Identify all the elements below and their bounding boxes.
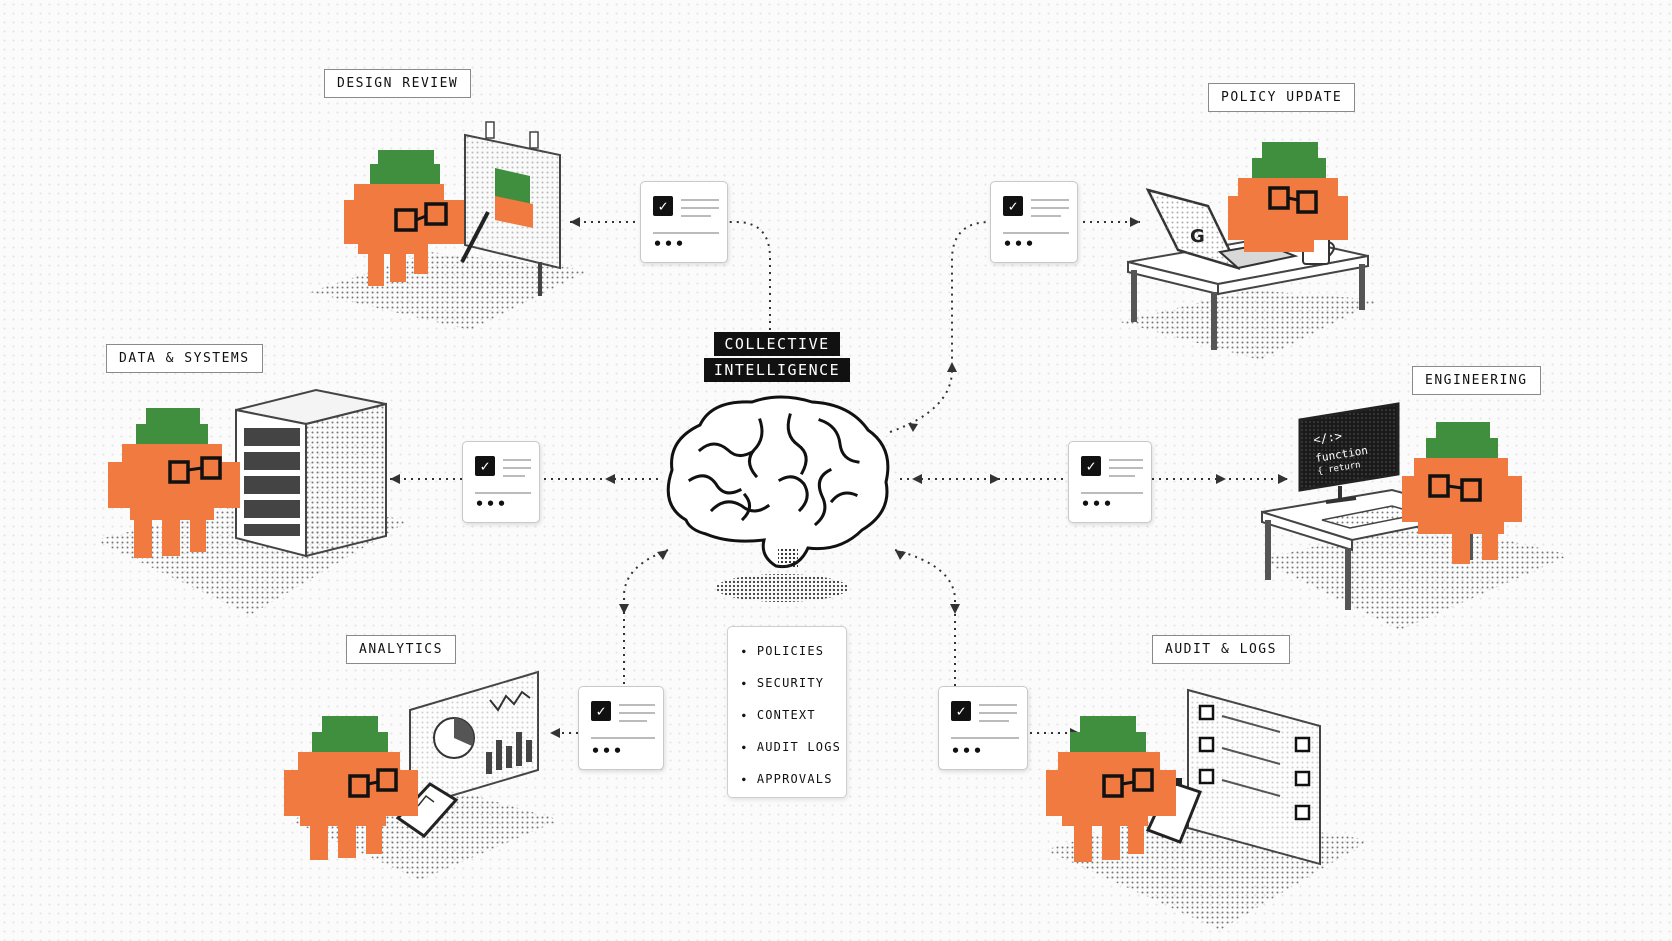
policy-update-scene: G — [1120, 142, 1380, 360]
arrowhead — [1216, 474, 1226, 484]
design-review-scene — [310, 121, 590, 330]
label-policy-update: POLICY UPDATE — [1208, 83, 1356, 112]
policy-card-analytics[interactable]: ✓ ••• — [578, 686, 664, 770]
checkbox-checked-icon: ✓ — [653, 196, 673, 216]
title-line-1: COLLECTIVE — [714, 332, 840, 356]
checkbox-checked-icon: ✓ — [951, 701, 971, 721]
analytics-scene — [284, 670, 560, 880]
arrowhead — [605, 474, 615, 484]
monitor: </:> function { return — [1298, 402, 1400, 504]
more-dots-icon: ••• — [653, 235, 687, 253]
arrowhead — [950, 604, 960, 614]
checkbox-checked-icon: ✓ — [1081, 456, 1101, 476]
audit-logs-scene — [1045, 688, 1370, 930]
dashboard-board — [409, 670, 539, 810]
easel — [460, 121, 561, 296]
policy-card-data-systems[interactable]: ✓ ••• — [462, 441, 540, 523]
list-item: CONTEXT — [742, 699, 846, 731]
checklist-board — [1187, 688, 1321, 866]
arrowhead — [990, 474, 1000, 484]
checkbox-checked-icon: ✓ — [1003, 196, 1023, 216]
arrowhead — [657, 550, 668, 560]
brain-shadow — [716, 574, 848, 602]
policy-card-engineering[interactable]: ✓ ••• — [1068, 441, 1152, 523]
policy-list-card: POLICIES SECURITY CONTEXT AUDIT LOGS APP… — [727, 626, 847, 798]
more-dots-icon: ••• — [475, 495, 509, 513]
engineering-scene: </:> function { return — [1260, 402, 1570, 630]
tablet — [395, 782, 459, 838]
connector-analytics — [623, 549, 669, 688]
label-design-review: DESIGN REVIEW — [324, 69, 472, 98]
label-data-systems: DATA & SYSTEMS — [106, 344, 263, 373]
list-item: APPROVALS — [742, 763, 846, 795]
policy-card-policy-update[interactable]: ✓ ••• — [990, 181, 1078, 263]
arrowhead — [570, 217, 580, 227]
more-dots-icon: ••• — [951, 742, 985, 760]
pixel-agent — [344, 150, 464, 286]
brain-outline — [666, 395, 890, 569]
code-line-1: </:> — [1312, 429, 1343, 447]
more-dots-icon: ••• — [1003, 235, 1037, 253]
label-analytics: ANALYTICS — [346, 635, 456, 664]
pixel-agent — [1046, 716, 1176, 862]
policy-card-design-review[interactable]: ✓ ••• — [640, 181, 728, 263]
floor-shadow — [1120, 290, 1380, 360]
arrowhead — [1278, 474, 1288, 484]
arrowhead — [619, 604, 629, 614]
arrowhead — [908, 423, 918, 432]
pixel-agent — [1402, 422, 1522, 564]
list-item: SECURITY — [742, 667, 846, 699]
label-engineering: ENGINEERING — [1412, 366, 1541, 395]
list-item: POLICIES — [742, 635, 846, 667]
policy-card-audit-logs[interactable]: ✓ ••• — [938, 686, 1028, 770]
more-dots-icon: ••• — [591, 742, 625, 760]
title-line-2: INTELLIGENCE — [703, 358, 851, 382]
policy-list: POLICIES SECURITY CONTEXT AUDIT LOGS APP… — [728, 627, 846, 795]
arrowhead — [895, 550, 906, 560]
paintbrush — [460, 211, 490, 263]
arrowhead — [947, 362, 957, 372]
checkbox-checked-icon: ✓ — [591, 701, 611, 721]
more-dots-icon: ••• — [1081, 495, 1115, 513]
list-item: AUDIT LOGS — [742, 731, 846, 763]
server-rack — [235, 388, 387, 558]
data-systems-scene — [95, 388, 410, 615]
pixel-agent — [108, 408, 240, 558]
arrowhead — [912, 474, 922, 484]
label-audit-logs: AUDIT & LOGS — [1152, 635, 1290, 664]
pixel-agent — [284, 716, 418, 860]
arrowhead — [390, 474, 400, 484]
checkbox-checked-icon: ✓ — [475, 456, 495, 476]
laptop-logo: G — [1190, 226, 1205, 247]
pixel-agent — [1228, 142, 1348, 252]
arrowhead — [1130, 217, 1140, 227]
arrowhead — [550, 728, 560, 738]
